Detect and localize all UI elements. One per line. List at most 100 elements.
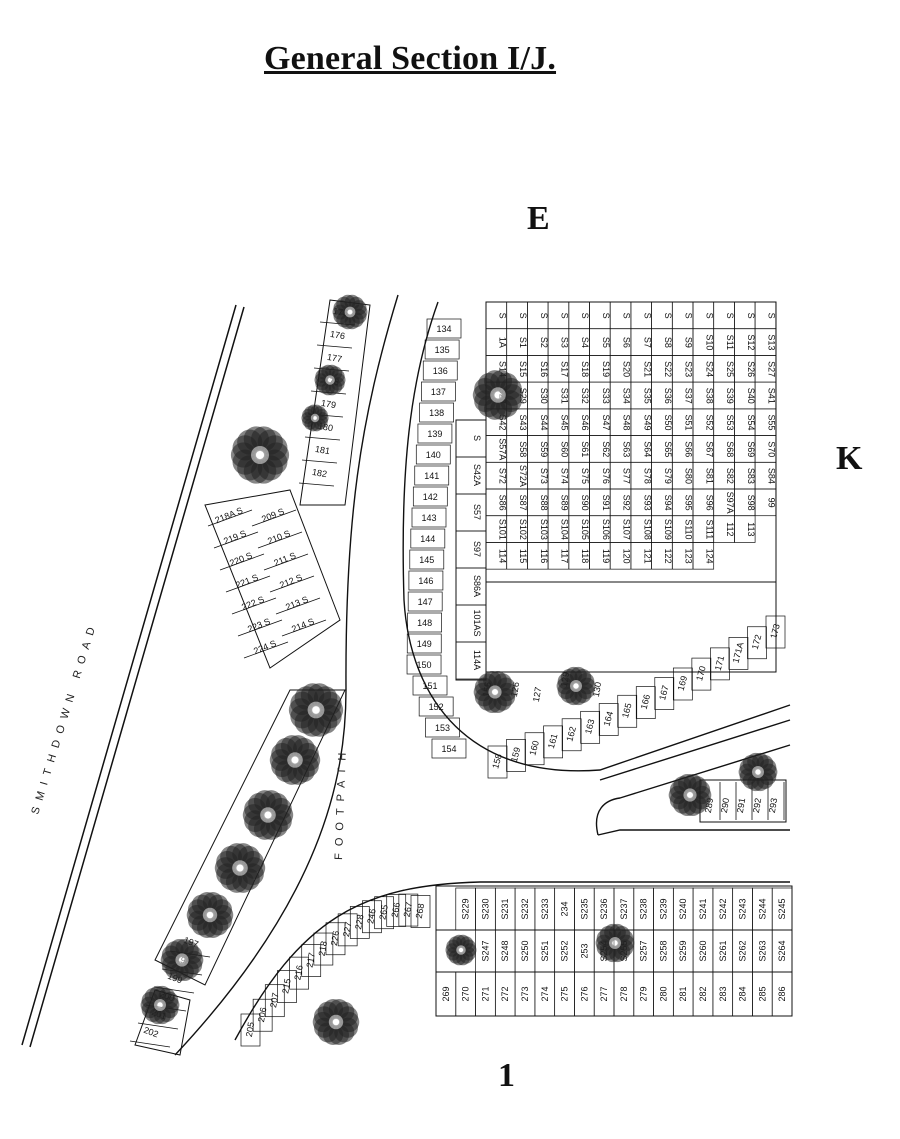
left-curve-lot-label: 152 [429,702,444,712]
bottom-curve-left-lot [264,984,285,1018]
grid-top-cell-label: S49 [642,415,652,431]
grid-top-cell-label: S67 [704,441,714,457]
grid-bottom-cell-label: S244 [757,898,767,919]
bottom-curve-lot [487,745,508,779]
grid-bottom-cell-label: S245 [777,898,787,919]
fan-block-divider [207,509,253,527]
bottom-curve-lot [598,703,619,736]
tree-icon [738,752,778,792]
grid-top-cell-label: 112 [725,522,735,536]
bottom-curve-lot-label: 172 [750,633,764,650]
left-curve-lot [412,675,448,696]
left-curve-lot-label: 139 [427,429,442,439]
grid-top-cell-label: S4 [580,337,590,348]
bottom-curve-left-lot [410,895,431,928]
grid-bottom-cell-label: S236 [599,898,609,919]
bottom-curve-left-lot [313,932,334,966]
bottom-curve-left-lot [301,944,322,977]
fan-block-divider [251,509,297,527]
left-curve-lot-label: 135 [435,345,450,355]
grid-top-cell-label: S96 [704,495,714,511]
grid-bottom-cell-label: S247 [480,940,490,961]
grid-bottom-cell-label: S239 [658,898,668,919]
bottom-curve-lot-label: 161 [546,733,560,750]
grid-top-cell-label: S27 [766,361,776,377]
grid-bottom-cell-label: 271 [480,986,490,1001]
bottom-curve-lot-label: 165 [620,702,634,719]
grid-top-cell-label: S48 [622,415,632,431]
left-curve-lot-label: 146 [418,576,433,586]
grid-top-cell-label: S84 [766,468,776,484]
bottom-curve-left-lot [362,900,382,934]
grid-top-cell-label: S37 [684,388,694,404]
grid-bottom-cell-label: S229 [461,898,471,919]
bottom-curve-lot [728,637,749,670]
grid-top-cell-label: S8 [663,337,673,348]
bottom-curve-lot [617,694,638,728]
section-label-e: E [527,200,550,237]
grid-top-cell-label: S20 [622,361,632,377]
grid-top-cell-label: S24 [704,361,714,377]
grid-bottom-cell-label: 277 [599,986,609,1001]
tree-strip-lot-label: 179 [320,398,337,410]
left-curve-lot-label: 140 [426,450,441,460]
grid-bottom-cell-label: 285 [757,986,767,1001]
grid-top-cell-label: S52 [704,415,714,431]
grid-top-cell-label: S36 [663,388,673,404]
left-curve-lot [419,402,454,423]
grid-top-cell-label: S3 [559,337,569,348]
grid-top-cell-label: 118 [580,549,590,563]
grid-top-cell-label: S6 [622,337,632,348]
bottom-curve-lot-label: 173 [768,623,782,640]
grid-top-cell-label: S16 [539,361,549,377]
grid-bottom-cell-label: 286 [777,986,787,1001]
left-curve-lot [411,507,447,528]
fan-block-outline [204,489,341,669]
tree-icon [140,985,180,1025]
left-curve-lot-label: 142 [423,492,438,502]
bottom-curve-left-lot-label: 205 [244,1021,256,1038]
grid-bottom-cell-label: S230 [480,898,490,919]
left-curve-lot-label: 141 [424,471,439,481]
grid-bottom-cell-label: 276 [579,986,589,1001]
grid-top-cell-label: 114 [497,549,507,563]
fan-block-divider [275,597,321,615]
grid-top-cell-label: S51 [684,415,694,431]
grid-top-cell-label: S42 [497,415,507,431]
grid-top-cell-label: S17 [559,361,569,377]
left-curve-lot-label: 138 [429,408,444,418]
grid-bottom-cell-label: S241 [698,898,708,919]
grid-top-left-label: S42A [472,464,482,486]
road-strip-divider [137,1022,179,1030]
grid-top-cell-label: S [601,313,611,319]
left-curve-lot-label: 143 [421,513,436,523]
tree-icon [242,790,294,840]
grid-top-cell-label: S63 [622,441,632,457]
grid-top-cell-label: S35 [642,388,652,404]
grid-top-cell-label: S34 [622,388,632,404]
left-curve-lot [422,360,458,381]
grid-top-cell-label: 120 [622,549,632,564]
grid-top-cell-label: S76 [601,468,611,484]
left-curve-lot [409,549,445,570]
grid-top-cell-label: 124 [704,549,714,564]
fan-block-divider [281,619,327,637]
grid-bottom-cell-label: 273 [520,986,530,1001]
grid-top-cell-label: S68 [725,441,735,457]
grid-top-cell-label: S111 [704,520,714,540]
grid-top-left-label: 101AS [472,609,482,636]
bottom-curve-left-lot-label: 268 [414,903,426,920]
grid-bottom-cell-label: 272 [500,986,510,1001]
section-label-1: 1 [498,1057,515,1094]
grid-bottom-cell-label: 281 [678,986,688,1001]
grid-top-left-label: S57 [472,504,482,520]
grid-top-cell-label: S110 [684,519,694,539]
tree-icon [214,843,266,893]
grid-top-cell-label: S [559,313,569,319]
grid-top-cell-label: S78 [642,468,652,484]
grid-bottom-cell-label: 274 [540,986,550,1001]
